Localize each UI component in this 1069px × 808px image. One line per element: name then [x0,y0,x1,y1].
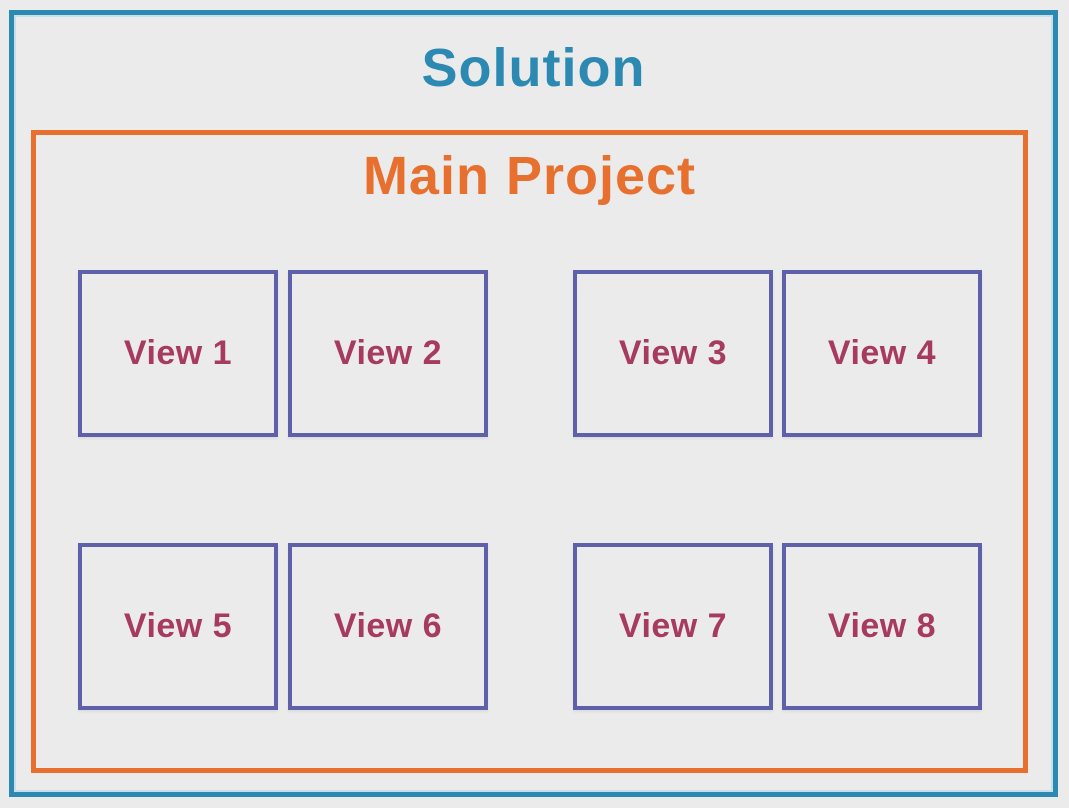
view-box-2: View 2 [288,270,488,437]
view-label-2: View 2 [333,334,443,372]
view-label-8: View 8 [827,607,937,645]
main-project-container: Main Project View 1 View 2 View 3 View 4… [31,130,1028,773]
view-label-5: View 5 [123,607,233,645]
view-label-3: View 3 [618,334,728,372]
view-box-1: View 1 [78,270,278,437]
solution-title: Solution [421,38,646,98]
view-box-7: View 7 [573,543,773,710]
solution-container: Solution Main Project View 1 View 2 View… [9,10,1058,797]
view-label-1: View 1 [123,334,233,372]
view-box-3: View 3 [573,270,773,437]
view-box-4: View 4 [782,270,982,437]
view-box-8: View 8 [782,543,982,710]
view-box-5: View 5 [78,543,278,710]
view-label-4: View 4 [827,334,937,372]
view-label-7: View 7 [618,607,728,645]
main-project-title: Main Project [362,146,697,206]
view-label-6: View 6 [333,607,443,645]
view-box-6: View 6 [288,543,488,710]
